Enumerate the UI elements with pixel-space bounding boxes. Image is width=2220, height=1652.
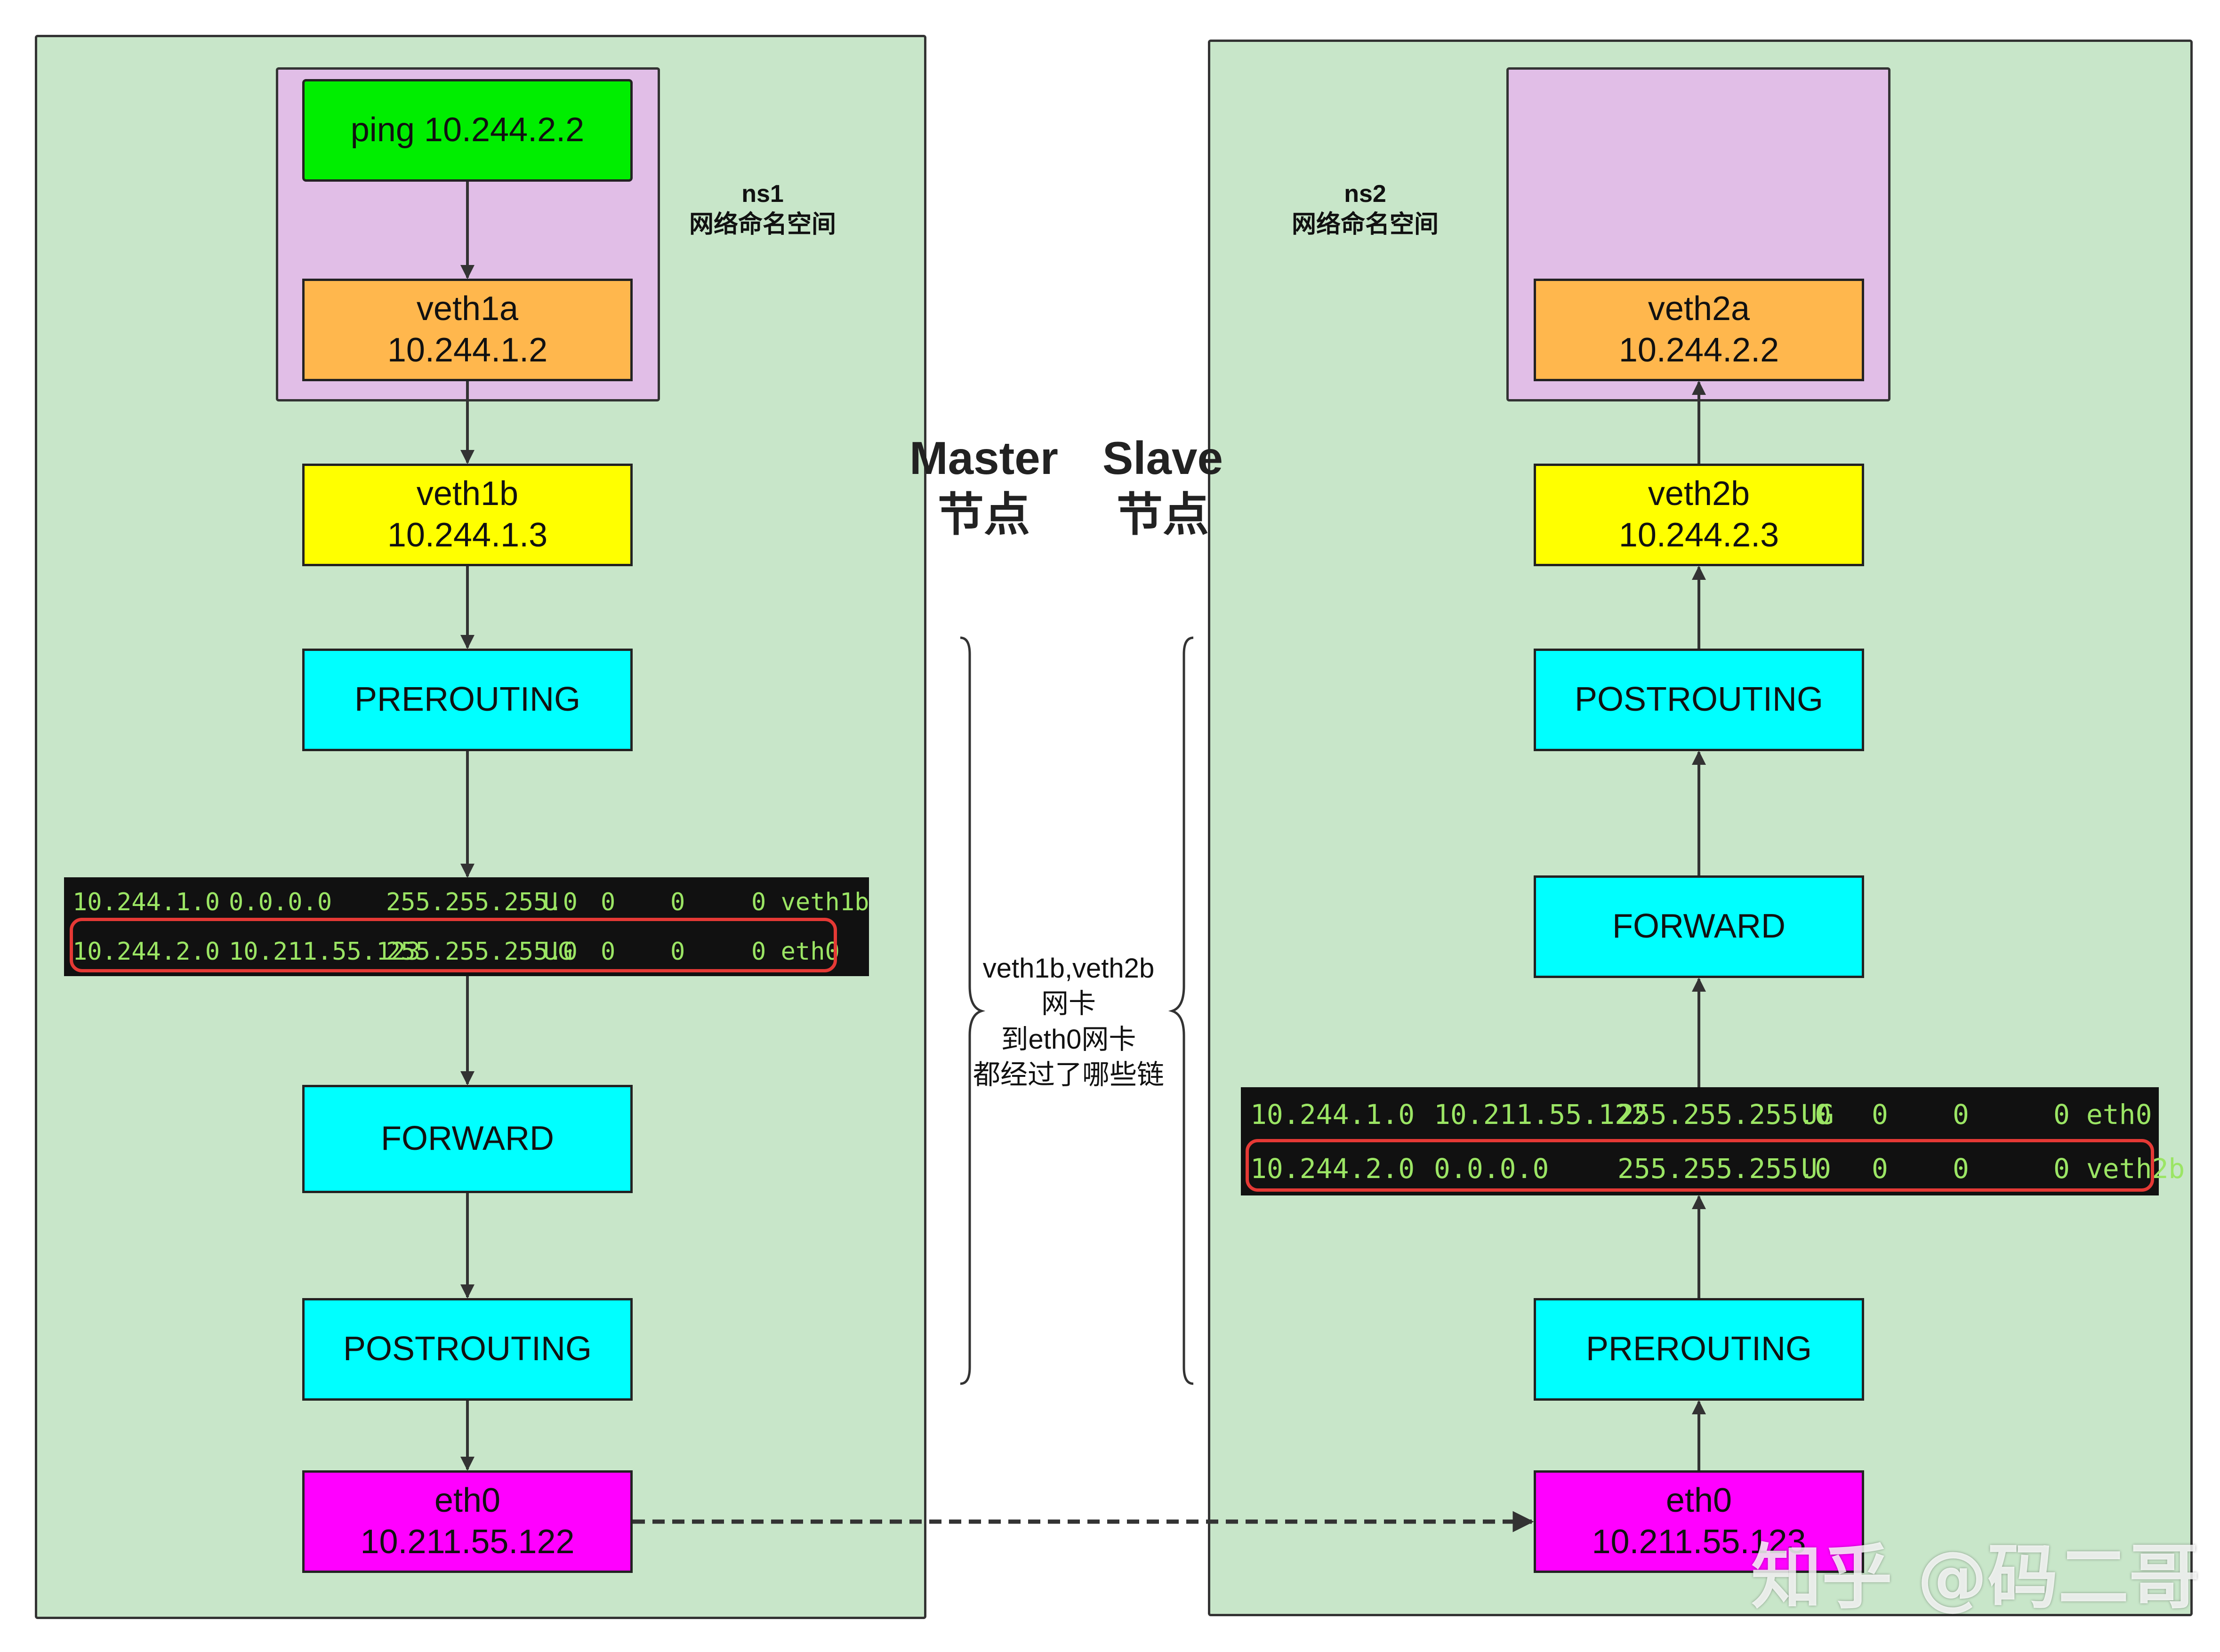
route-metric: 0 <box>1872 1152 1888 1185</box>
ns1-label: ns1 网络命名空间 <box>689 180 836 238</box>
route-use-iface: 0 veth2b <box>2053 1152 2185 1185</box>
left-brace <box>960 636 986 1385</box>
ping-command-box: ping 10.244.2.2 <box>302 79 633 182</box>
slave-prerouting-label: PREROUTING <box>1585 1330 1812 1368</box>
slave-prerouting-box: PREROUTING <box>1534 1298 1864 1401</box>
master-prerouting-box: PREROUTING <box>302 649 633 751</box>
master-forward-box: FORWARD <box>302 1085 633 1193</box>
route-destination: 10.244.2.0 <box>72 937 220 966</box>
route-ref: 0 <box>670 888 685 916</box>
slave-route-highlight <box>1246 1139 2154 1192</box>
route-use-iface: 0 eth0 <box>2053 1098 2152 1131</box>
veth2b-label: veth2b 10.244.2.3 <box>1618 475 1779 554</box>
route-genmask: 255.255.255.0 <box>386 888 578 916</box>
veth1b-box: veth1b 10.244.1.3 <box>302 464 633 566</box>
slave-forward-box: FORWARD <box>1534 875 1864 978</box>
route-gateway: 10.211.55.123 <box>229 937 420 966</box>
veth2b-box: veth2b 10.244.2.3 <box>1534 464 1864 566</box>
route-flags: UG <box>1801 1098 1834 1131</box>
route-destination: 10.244.1.0 <box>72 888 220 916</box>
right-brace <box>1168 636 1194 1385</box>
veth1b-label: veth1b 10.244.1.3 <box>387 475 548 554</box>
slave-eth0-box: eth0 10.211.55.123 <box>1534 1470 1864 1573</box>
master-prerouting-label: PREROUTING <box>354 681 581 719</box>
veth1a-box: veth1a 10.244.1.2 <box>302 279 633 381</box>
route-metric: 0 <box>601 888 616 916</box>
veth1a-label: veth1a 10.244.1.2 <box>387 290 548 369</box>
route-metric: 0 <box>601 937 616 966</box>
route-destination: 10.244.2.0 <box>1250 1152 1415 1185</box>
slave-eth0-label: eth0 10.211.55.123 <box>1592 1482 1806 1561</box>
slave-route-row: 10.244.1.0 10.211.55.122 255.255.255.0 U… <box>1241 1087 2159 1141</box>
route-genmask: 255.255.255.0 <box>1617 1152 1831 1185</box>
route-flags: U <box>543 888 558 916</box>
route-flags: UG <box>543 937 573 966</box>
route-gateway: 0.0.0.0 <box>1434 1152 1549 1185</box>
master-forward-label: FORWARD <box>381 1120 554 1158</box>
master-postrouting-box: POSTROUTING <box>302 1298 633 1401</box>
route-ref: 0 <box>1953 1152 1969 1185</box>
route-gateway: 0.0.0.0 <box>229 888 332 916</box>
veth2a-box: veth2a 10.244.2.2 <box>1534 279 1864 381</box>
master-route-row: 10.244.1.0 0.0.0.0 255.255.255.0 U 0 0 0… <box>64 877 869 927</box>
slave-postrouting-label: POSTROUTING <box>1574 681 1823 719</box>
route-ref: 0 <box>670 937 685 966</box>
slave-title: Slave 节点 <box>1102 432 1223 540</box>
master-title: Master 节点 <box>909 432 1058 540</box>
slave-postrouting-box: POSTROUTING <box>1534 649 1864 751</box>
route-use-iface: 0 veth1b <box>751 888 869 916</box>
master-eth0-box: eth0 10.211.55.122 <box>302 1470 633 1573</box>
slave-route-row: 10.244.2.0 0.0.0.0 255.255.255.0 U 0 0 0… <box>1241 1141 2185 1195</box>
ping-label: ping 10.244.2.2 <box>350 111 585 149</box>
ns2-label: ns2 网络命名空间 <box>1291 180 1439 238</box>
master-eth0-label: eth0 10.211.55.122 <box>360 1482 575 1561</box>
brace-note: veth1b,veth2b 网卡 到eth0网卡 都经过了哪些链 <box>973 953 1164 1091</box>
route-ref: 0 <box>1953 1098 1969 1131</box>
watermark: 知乎 @码二哥 <box>1751 1537 2200 1619</box>
veth2a-label: veth2a 10.244.2.2 <box>1618 290 1779 369</box>
master-route-highlight <box>70 918 837 972</box>
route-genmask: 255.255.255.0 <box>386 937 578 966</box>
route-metric: 0 <box>1872 1098 1888 1131</box>
route-flags: U <box>1801 1152 1818 1185</box>
route-destination: 10.244.1.0 <box>1250 1098 1415 1131</box>
route-genmask: 255.255.255.0 <box>1617 1098 1831 1131</box>
master-postrouting-label: POSTROUTING <box>343 1330 592 1368</box>
route-gateway: 10.211.55.122 <box>1434 1098 1648 1131</box>
slave-forward-label: FORWARD <box>1612 907 1786 946</box>
